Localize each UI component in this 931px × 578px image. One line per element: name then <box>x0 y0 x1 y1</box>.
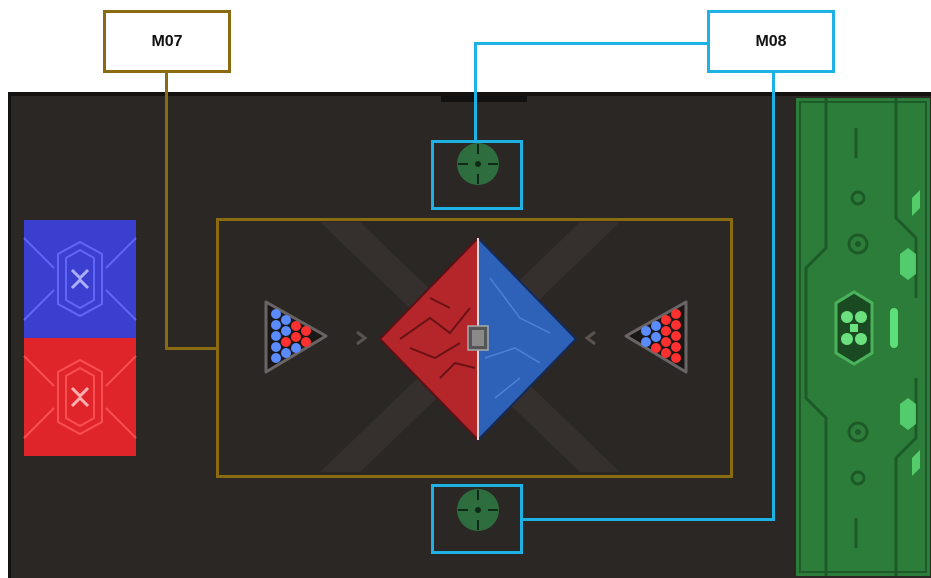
right-chevron-icon <box>584 330 596 346</box>
m08-connector-top-horizontal <box>474 42 709 45</box>
bottom-target-icon <box>457 489 499 531</box>
m07-connector-vertical <box>165 72 168 350</box>
green-panel <box>796 98 930 576</box>
right-ball-rack <box>624 300 688 374</box>
m08-highlight-bottom <box>431 484 523 554</box>
board-notch <box>441 96 527 102</box>
team-tiles <box>23 220 137 456</box>
clover-icon <box>841 311 867 345</box>
left-chevron-icon <box>356 330 368 346</box>
m08-connector-bottom-horizontal <box>521 518 775 521</box>
m08-highlight-top <box>431 140 523 210</box>
m07-callout-label: M07 <box>103 10 231 73</box>
center-diamond-icon <box>378 235 578 443</box>
m08-connector-right-vertical <box>772 72 775 521</box>
m08-connector-top-vertical <box>474 42 477 142</box>
m08-callout-label: M08 <box>707 10 835 73</box>
m07-connector-horizontal <box>165 347 218 350</box>
m07-highlight-frame <box>216 218 733 478</box>
left-ball-rack <box>264 300 328 374</box>
top-target-icon <box>457 143 499 185</box>
